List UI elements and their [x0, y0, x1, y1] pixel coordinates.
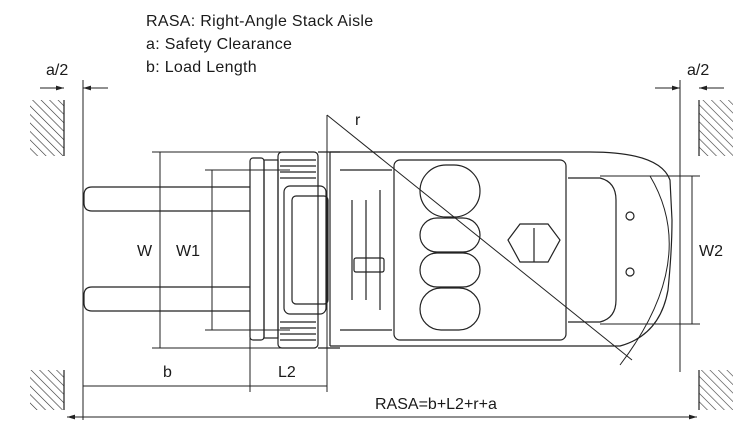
- w-dimension: [152, 151, 300, 349]
- a-half-right-label: a/2: [687, 62, 710, 79]
- a-half-left-dimension: [40, 80, 108, 420]
- b-label: b: [163, 364, 172, 381]
- mast-carriage: [249, 151, 340, 349]
- legend-load-length: b: Load Length: [146, 59, 257, 76]
- wall-bottom-right: [698, 370, 733, 410]
- forks: [83, 186, 250, 312]
- wall-top-right: [698, 100, 733, 156]
- chassis: [329, 151, 673, 347]
- legend-safety-clearance: a: Safety Clearance: [146, 36, 293, 53]
- wall-top-left: [30, 100, 65, 156]
- a-half-right-dimension: [655, 80, 724, 372]
- legend-rasa: RASA: Right-Angle Stack Aisle: [146, 13, 374, 30]
- b-l2-dimension: [83, 330, 328, 392]
- l2-label: L2: [278, 364, 296, 381]
- w2-label: W2: [699, 243, 723, 260]
- w1-label: W1: [176, 243, 200, 260]
- turning-radius: [326, 114, 670, 366]
- w2-dimension: [600, 175, 700, 325]
- a-half-left-label: a/2: [46, 62, 69, 79]
- wall-bottom-left: [30, 370, 65, 410]
- rasa-formula-label: RASA=b+L2+r+a: [375, 396, 497, 413]
- legend: RASA: Right-Angle Stack Aisle a: Safety …: [146, 10, 373, 79]
- w-label: W: [137, 243, 153, 260]
- w1-dimension: [205, 169, 290, 331]
- r-label: r: [355, 112, 361, 129]
